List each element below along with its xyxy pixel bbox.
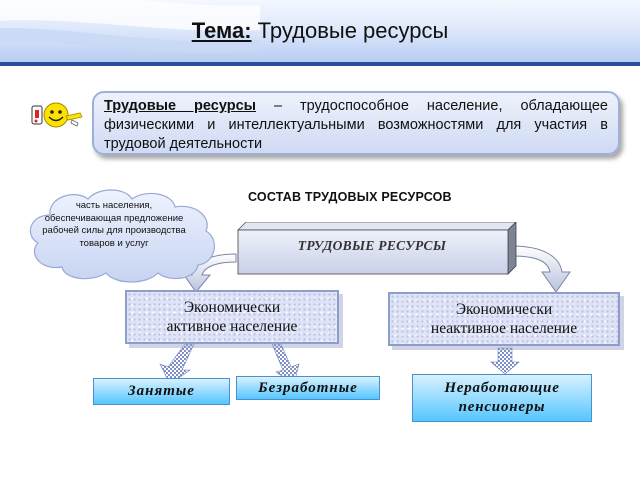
labor-resources-label: ТРУДОВЫЕ РЕСУРСЫ: [297, 238, 447, 253]
employed-box: Занятые: [93, 378, 230, 405]
economically-active-line2: активное население: [166, 318, 298, 335]
pensioners-line1: Неработающие: [444, 380, 560, 396]
definition-box: Трудовые ресурсы – трудоспособное населе…: [92, 91, 620, 155]
arrow-to-pensioners: [490, 347, 520, 375]
slide-title-label: Тема:: [191, 18, 252, 43]
slide-header: Тема: Трудовые ресурсы: [0, 0, 640, 62]
header-swoosh-decoration: [0, 0, 260, 53]
slide-title-text: Трудовые ресурсы: [257, 18, 449, 43]
economically-inactive-line1: Экономически: [455, 301, 553, 318]
cloud-text: часть населения, обеспечивающая предложе…: [42, 200, 186, 249]
unemployed-box: Безработные: [236, 376, 380, 400]
smiley-pointing-icon: [31, 102, 83, 128]
definition-term: Трудовые ресурсы: [104, 98, 257, 114]
employed-label: Занятые: [128, 383, 195, 399]
arrow-to-unemployed: [271, 343, 300, 385]
cloud-callout: [29, 189, 215, 283]
unemployed-label: Безработные: [258, 379, 358, 396]
definition-text: – трудоспособное население, обладающее ф…: [104, 98, 608, 152]
section-title: СОСТАВ ТРУДОВЫХ РЕСУРСОВ: [248, 190, 452, 204]
pensioners-line2: пенсионеры: [458, 399, 546, 415]
pensioners-box: Неработающие пенсионеры: [412, 374, 592, 422]
labor-resources-box: [237, 222, 517, 275]
economically-active-line1: Экономически: [183, 299, 281, 316]
economically-inactive-box: Экономически неактивное население: [388, 292, 620, 346]
header-divider: [0, 62, 640, 66]
arrow-to-employed: [159, 343, 195, 385]
slide-title: Тема: Трудовые ресурсы: [0, 18, 640, 44]
economically-inactive-line2: неактивное население: [430, 320, 578, 337]
economically-active-box: Экономически активное население: [125, 290, 339, 344]
